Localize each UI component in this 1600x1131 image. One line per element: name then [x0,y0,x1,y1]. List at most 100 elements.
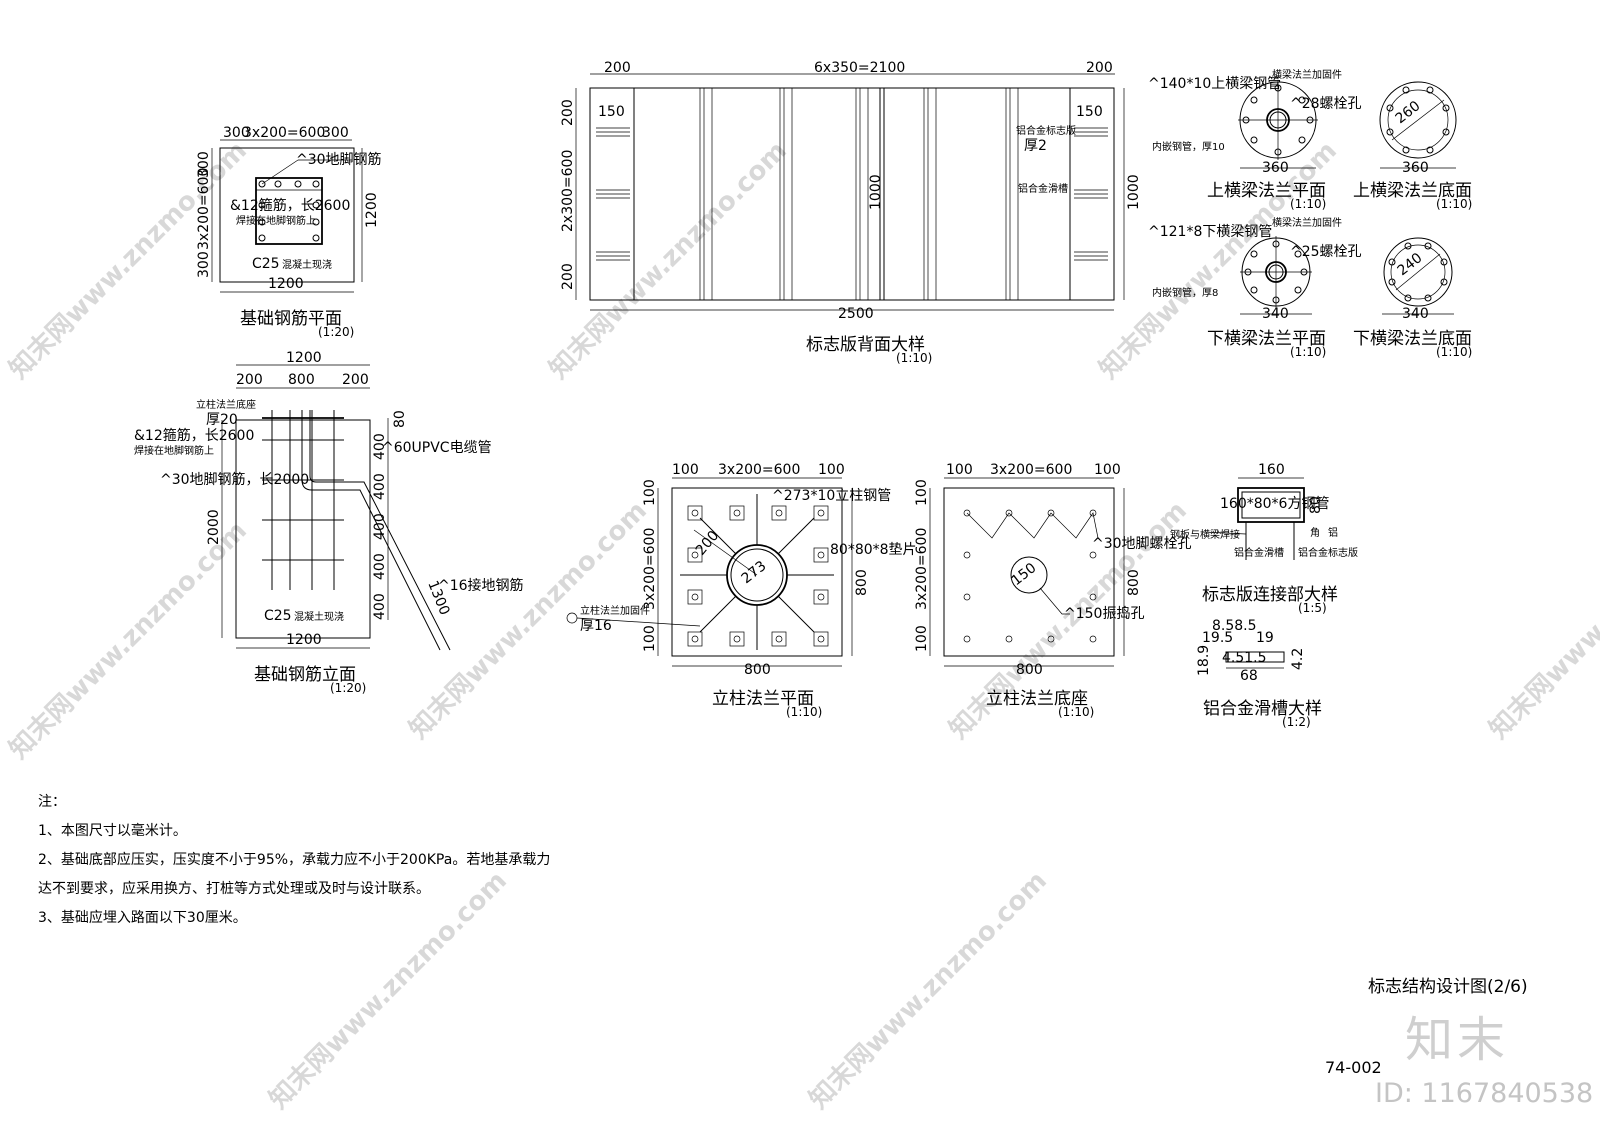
dim: 150 [1076,104,1103,120]
stiffener-thk: 厚16 [580,618,612,634]
base-plate-thk: 厚20 [206,412,238,428]
column-flange-plan: 100 3x200=600 100 273 200 ^273*10立柱钢管 80… [566,462,917,719]
dim: 200 [236,372,263,388]
dim: 800 [744,662,771,678]
image-id: ID: 1167840538 [1375,1078,1594,1109]
dim: 3x200=600 [196,168,212,250]
hoop-label: &12箍筋，长2600 [134,427,254,444]
scale: (1:20) [318,325,354,339]
inner-pipe-label: 内嵌钢管，厚10 [1152,140,1225,153]
dim: 3x200=600 [990,462,1072,478]
angle-label: 角 [1310,527,1320,539]
height: 18.9 [1196,645,1212,676]
note-item: 达不到要求，应采用换方、打桩等方式处理或及时与设计联系。 [38,881,430,897]
dim: 3x200=600 [642,528,658,610]
title: 立柱法兰底座 [986,689,1088,709]
bottom-circle-dim: 260 [1393,98,1424,127]
upper-beam-flange: ^140*10上横梁钢管 横梁法兰加固件 ^28螺栓孔 内嵌钢管，厚10 360… [1148,68,1472,211]
watermark: 知末网www.znzmo.com [4,516,253,765]
scale: (1:10) [786,705,822,719]
anchor-bar-label: ^30地脚钢筋 [296,151,382,168]
concrete-label: C25 [264,608,292,624]
dim: 400 [372,473,388,500]
dim: 300 [196,151,212,178]
scale: (1:2) [1282,715,1311,729]
sheet-number: 74-002 [1325,1058,1382,1077]
dim: 2000 [206,509,222,545]
panel-label: 铝合金标志版 [1016,124,1076,137]
note-item: 2、基础底部应压实，压实度不小于95%，承载力应不小于200KPa。若地基承载力 [38,852,551,868]
watermark: 知末网www.znzmo.com [804,866,1053,1115]
dim: 200 [342,372,369,388]
brand-logo: 知末 [1405,1012,1510,1068]
dim: 400 [372,433,388,460]
sign-connection-detail: 160 160*80*6方钢管 80 钢板与横梁焊接 角 铝 铝合金滑槽 铝合金… [1170,462,1358,615]
lower-beam-flange: ^121*8下横梁钢管 横梁法兰加固件 ^25螺栓孔 内嵌钢管，厚8 340 下… [1148,216,1472,359]
dim: 3x200=600 [718,462,800,478]
dim: 1000 [868,174,884,210]
dim: 800 [288,372,315,388]
hoop-label: &12箍筋，长2600 [230,197,350,214]
sheet-title: 标志结构设计图(2/6) [1368,977,1528,997]
title: 标志版连接部大样 [1202,585,1338,605]
dim: 3x200=600 [243,125,325,141]
inner-pipe-label: 内嵌钢管，厚8 [1152,286,1218,299]
weld-label: 钢板与横梁焊接 [1170,528,1240,541]
title-plan: 下横梁法兰平面 [1207,329,1326,349]
panel-label: 铝合金标志版 [1298,546,1358,559]
dim: 100 [1094,462,1121,478]
dim: 100 [672,462,699,478]
watermark: 知末网www.znzmo.com [1484,496,1600,745]
title: 标志版背面大样 [806,335,925,355]
dim: 2x300=600 [560,150,576,232]
dim: 340 [1262,306,1289,322]
dim: 100 [642,625,658,652]
title-plan: 上横梁法兰平面 [1207,181,1326,201]
stiffener-label: 横梁法兰加固件 [1272,216,1342,229]
width: 68 [1240,668,1258,684]
pipe-label: ^140*10上横梁钢管 [1148,76,1281,92]
pipe-label: ^121*8下横梁钢管 [1148,224,1272,240]
title-bottom: 上横梁法兰底面 [1353,181,1472,201]
dim: 1200 [286,350,322,366]
dim: 800 [1126,569,1142,596]
tube-label: 160*80*6方钢管 [1220,496,1329,512]
bottom-circle-dim: 240 [1395,250,1426,279]
note-item: 3、基础应埋入路面以下30厘米。 [38,910,247,926]
scale-plan: (1:10) [1290,345,1326,359]
alu-slide-detail: 8.58.5 19.5 19 4.51.5 18.9 4.2 68 铝合金滑槽大… [1196,618,1322,729]
dim: 100 [642,479,658,506]
dim: 100 [914,479,930,506]
foundation-plan: 300 3x200=600 300 300 3x200=600 300 ^30地… [196,125,382,339]
dim: 400 [372,513,388,540]
concrete-label: C25 [252,256,280,272]
scale: (1:10) [896,351,932,365]
side-dim: 80 [1308,496,1324,514]
title: 立柱法兰平面 [712,689,814,709]
alu-label: 铝 [1328,527,1338,539]
dim: 300 [196,251,212,278]
concrete-note: 混凝土现浇 [282,258,332,271]
bolt-hole-label: ^30地脚螺栓孔 [1092,536,1192,552]
title: 基础钢筋平面 [240,309,342,329]
dim: 100 [914,625,930,652]
dim: 1200 [268,276,304,292]
dim: 200 [604,60,631,76]
title-bottom: 下横梁法兰底面 [1353,329,1472,349]
dim: 19 [1256,630,1274,646]
dim: 340 [1402,306,1429,322]
scale-plan: (1:10) [1290,197,1326,211]
dim: 300 [223,125,250,141]
slide-label: 铝合金滑槽 [1234,546,1284,559]
dim: 2500 [838,306,874,322]
pvc-label: ^60UPVC电缆管 [382,440,492,456]
dim: 200 [1086,60,1113,76]
tamp-hole-label: ^150振捣孔 [1064,605,1144,622]
height-right: 4.2 [1290,648,1306,670]
scale: (1:5) [1298,601,1327,615]
dim: 19.5 [1202,630,1233,646]
watermarks: 知末网www.znzmo.com 知末网www.znzmo.com 知末网www… [4,136,1600,1115]
dim: 400 [372,553,388,580]
sign-back-detail: 200 6x350=2100 200 150 150 200 2x300=600… [560,60,1142,365]
